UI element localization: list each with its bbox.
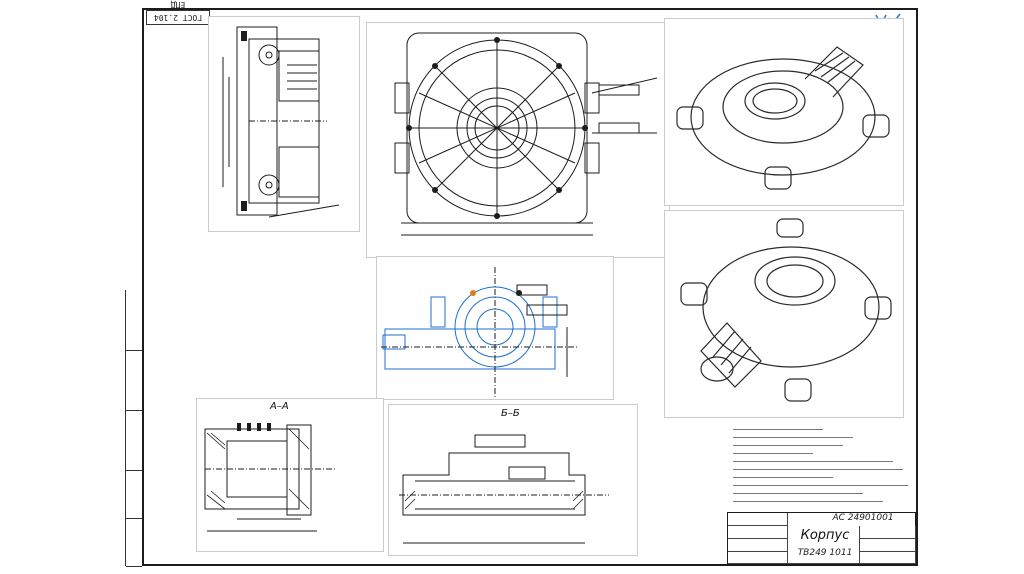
section-bb-label: Б–Б [501,408,520,419]
section-bb-drawing [388,404,638,556]
side-view-drawing [208,16,360,232]
drawing-code: АС 24901001 [832,513,894,523]
top-view-drawing [376,256,614,400]
section-aa-drawing [196,398,384,552]
title-block [727,512,916,564]
isometric-render-top [664,18,904,206]
corner-code: ГОСТ 2.104 ЕПД [146,0,210,25]
technical-notes-area [727,423,917,508]
side-stamp-strip [125,290,143,567]
section-aa-label: А–А [270,401,289,412]
part-name: Корпус [800,528,850,543]
isometric-render-bottom [664,210,904,418]
drawing-subcode: ТВ249 1011 [797,548,853,558]
drawing-frame [142,8,918,566]
front-view-drawing [366,22,670,258]
